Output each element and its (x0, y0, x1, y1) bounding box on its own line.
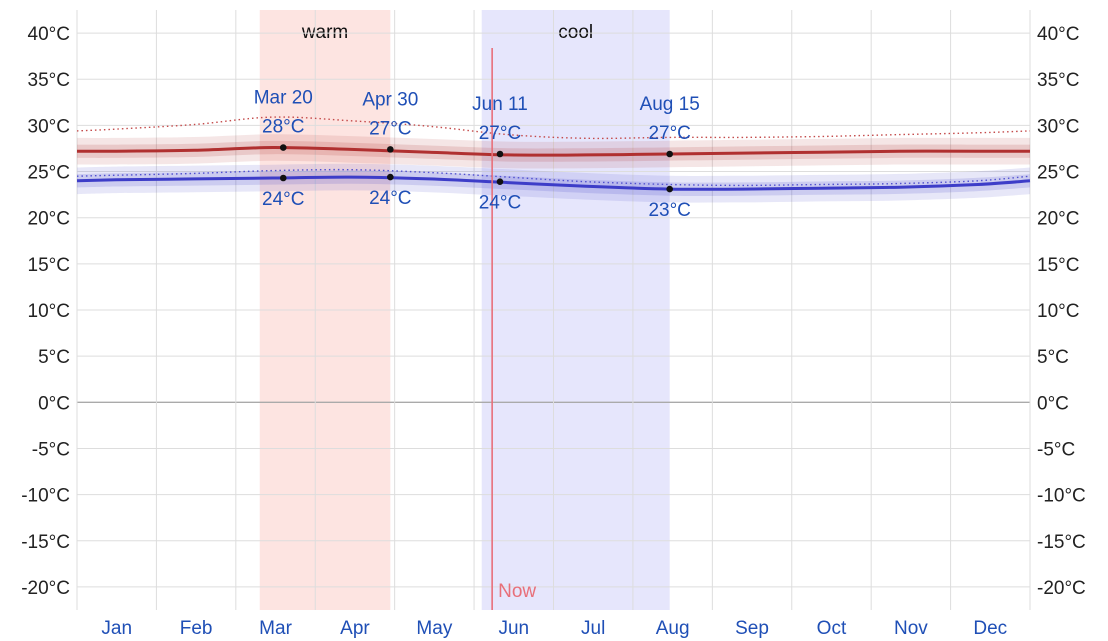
y-tick-label-right: -20°C (1037, 578, 1086, 599)
y-tick-label-right: 5°C (1037, 347, 1069, 368)
y-tick-label-left: 35°C (28, 70, 70, 91)
high-band-outer (77, 134, 1030, 169)
y-tick-label-right: 25°C (1037, 163, 1079, 184)
y-tick-label-right: -15°C (1037, 532, 1086, 553)
x-tick-label-aug: Aug (656, 618, 690, 639)
y-tick-label-right: -5°C (1037, 439, 1075, 460)
y-tick-label-left: 30°C (28, 116, 70, 137)
y-tick-label-right: 20°C (1037, 209, 1079, 230)
annotation-high-point (666, 150, 673, 158)
x-tick-label-oct: Oct (817, 618, 847, 639)
y-tick-label-left: 40°C (28, 24, 70, 45)
y-tick-label-left: 10°C (28, 301, 70, 322)
x-tick-label-jul: Jul (581, 618, 605, 639)
annotation-date: Jun 11 (472, 94, 528, 115)
x-tick-label-jan: Jan (101, 618, 132, 639)
x-tick-label-dec: Dec (973, 618, 1007, 639)
x-tick-label-sep: Sep (735, 618, 769, 639)
x-tick-label-jun: Jun (498, 618, 529, 639)
annotations: Mar 20 28°C 24°C Apr 30 27°C 24°C Jun 11 27°C 24… (254, 88, 700, 222)
y-tick-label-left: 20°C (28, 209, 70, 230)
temperature-series (76, 116, 1031, 203)
series-low (76, 175, 1031, 191)
annotation-low-label: 24°C (479, 193, 521, 214)
x-tick-label-apr: Apr (340, 618, 370, 639)
y-tick-label-left: -5°C (32, 439, 70, 460)
season-band-label-cool: cool (558, 22, 593, 43)
y-tick-label-right: 0°C (1037, 393, 1069, 414)
annotation-high-label: 27°C (648, 123, 690, 144)
annotation-high-label: 27°C (369, 118, 411, 139)
x-tick-label-feb: Feb (180, 618, 213, 639)
annotation-low-point (387, 173, 394, 181)
annotation-high-label: 28°C (262, 117, 304, 138)
now-marker: Now (491, 48, 536, 610)
y-tick-label-left: 25°C (28, 163, 70, 184)
annotation-low-point (279, 174, 287, 182)
annotation-high-point (496, 150, 504, 158)
x-tick-label-mar: Mar (259, 618, 292, 639)
annotation-low-label: 24°C (262, 189, 304, 210)
x-tick-label-may: May (416, 618, 452, 639)
y-tick-label-left: 15°C (28, 255, 70, 276)
series-high (76, 145, 1030, 157)
axes: 40°C 40°C 35°C 35°C 30°C 30°C 25°C 25°C 20°C 20°C… (21, 24, 1086, 639)
annotation-low-label: 24°C (369, 188, 411, 209)
annotation-date: Apr 30 (362, 89, 418, 110)
y-tick-label-left: 5°C (38, 347, 70, 368)
y-tick-label-right: 15°C (1037, 255, 1079, 276)
high-band-inner (77, 140, 1030, 162)
annotation-high-label: 27°C (479, 123, 521, 144)
y-tick-label-left: -10°C (21, 486, 70, 507)
y-tick-label-right: 40°C (1037, 24, 1079, 45)
annotation-high-point (279, 144, 287, 151)
low-band-outer (77, 163, 1030, 203)
y-tick-label-left: -20°C (21, 578, 70, 599)
season-band-label-warm: warm (301, 22, 348, 43)
annotation-low-point (496, 178, 504, 185)
grid (76, 10, 1031, 610)
y-tick-label-right: 10°C (1037, 301, 1079, 322)
x-tick-label-nov: Nov (894, 618, 928, 639)
y-tick-label-left: -15°C (21, 532, 70, 553)
annotation-low-point (666, 185, 673, 193)
annotation-date: Mar 20 (254, 88, 313, 109)
annotation-date: Aug 15 (640, 94, 700, 115)
y-tick-label-right: 35°C (1037, 70, 1079, 91)
annotation-high-point (387, 146, 394, 153)
y-tick-label-right: 30°C (1037, 116, 1079, 137)
y-tick-label-left: 0°C (38, 393, 70, 414)
now-label: Now (498, 581, 536, 602)
y-tick-label-right: -10°C (1037, 486, 1086, 507)
annotation-low-label: 23°C (648, 200, 690, 221)
